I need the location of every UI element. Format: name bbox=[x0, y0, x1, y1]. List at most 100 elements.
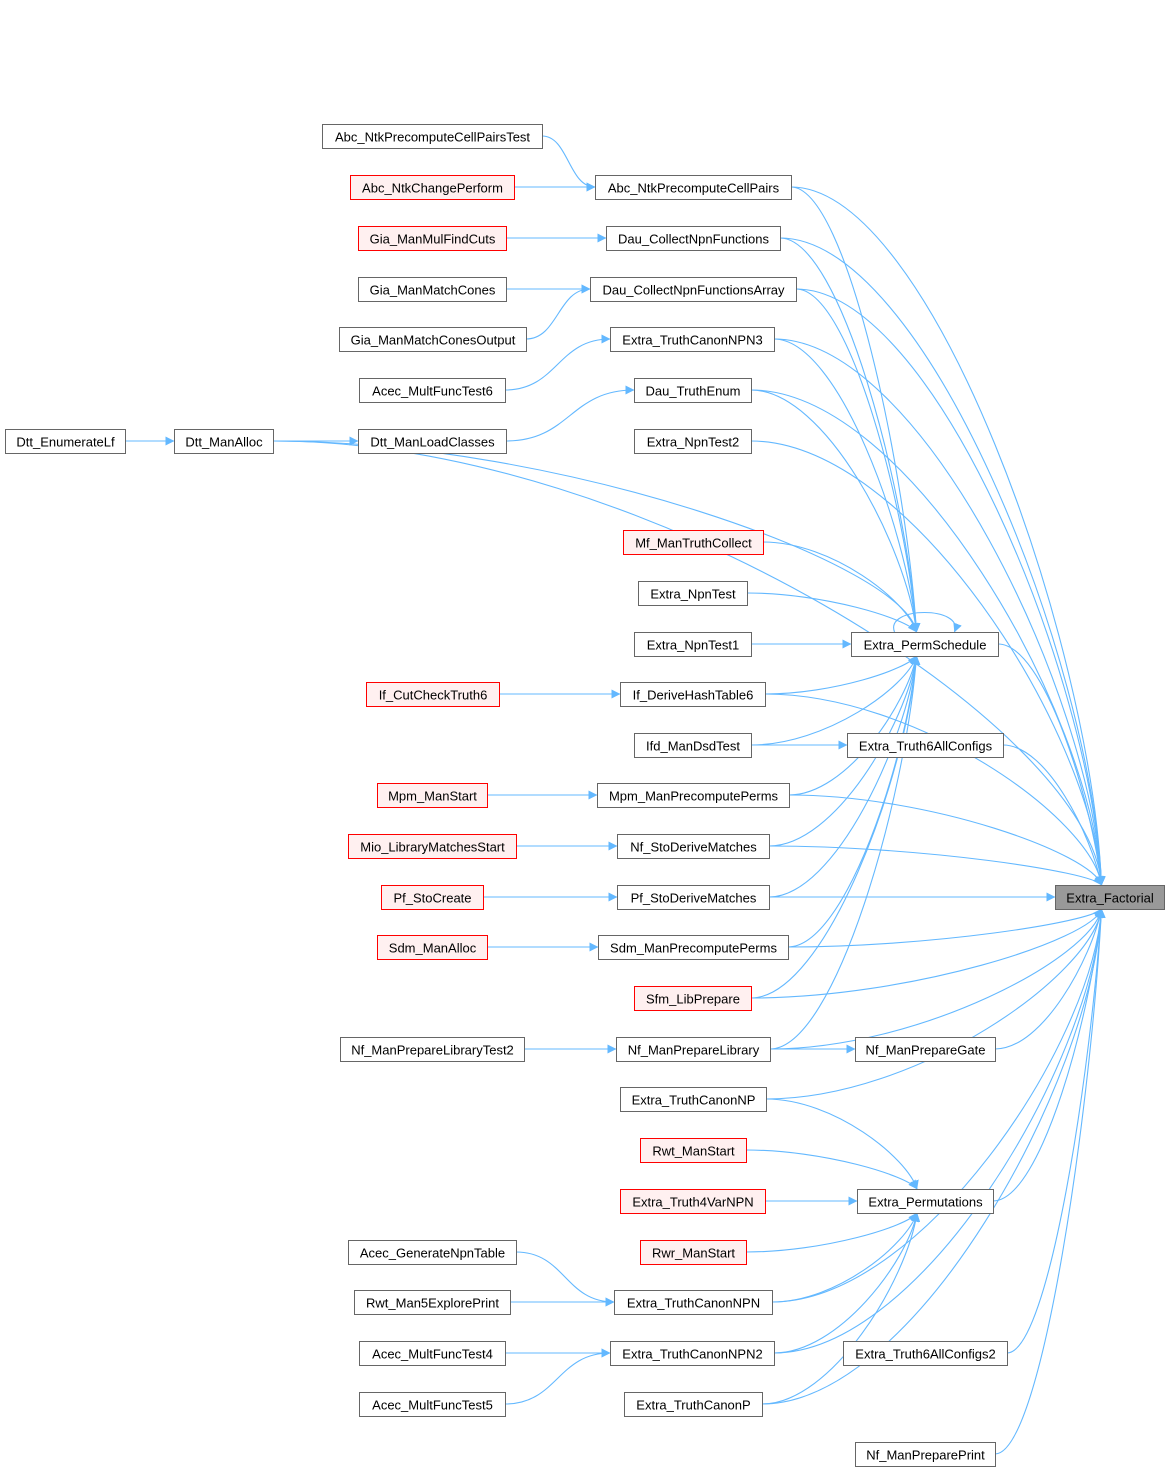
node-box[interactable] bbox=[322, 124, 543, 149]
node-box[interactable] bbox=[640, 1138, 747, 1163]
node-box[interactable] bbox=[640, 1240, 747, 1265]
node-rwr-manstart[interactable]: Rwr_ManStart bbox=[640, 1240, 747, 1265]
node-dau-collectnpnfunctionsarray[interactable]: Dau_CollectNpnFunctionsArray bbox=[590, 277, 797, 302]
node-nf-manpreparelibrarytest2[interactable]: Nf_ManPrepareLibraryTest2 bbox=[340, 1037, 525, 1062]
node-extra-truthcanonp[interactable]: Extra_TruthCanonP bbox=[624, 1392, 763, 1417]
node-abc-ntkchangeperform[interactable]: Abc_NtkChangePerform bbox=[350, 175, 515, 200]
node-box[interactable] bbox=[634, 632, 752, 657]
node-box[interactable] bbox=[857, 1189, 994, 1214]
node-box[interactable] bbox=[620, 1087, 767, 1112]
node-box[interactable] bbox=[377, 935, 488, 960]
node-box[interactable] bbox=[597, 783, 790, 808]
node-box[interactable] bbox=[366, 682, 500, 707]
node-box[interactable] bbox=[348, 834, 517, 859]
node-dtt-manloadclasses[interactable]: Dtt_ManLoadClasses bbox=[358, 429, 507, 454]
node-box[interactable] bbox=[359, 1392, 506, 1417]
node-box[interactable] bbox=[174, 429, 274, 454]
node-box[interactable] bbox=[350, 175, 515, 200]
node-nf-manpreparegate[interactable]: Nf_ManPrepareGate bbox=[855, 1037, 996, 1062]
node-box[interactable] bbox=[614, 1290, 773, 1315]
node-box[interactable] bbox=[851, 632, 999, 657]
node-dau-truthenum[interactable]: Dau_TruthEnum bbox=[634, 378, 752, 403]
node-box[interactable] bbox=[610, 327, 775, 352]
node-box[interactable] bbox=[855, 1442, 996, 1467]
node-box[interactable] bbox=[855, 1037, 996, 1062]
node-extra-truth6allconfigs[interactable]: Extra_Truth6AllConfigs bbox=[847, 733, 1004, 758]
node-acec-multfunctest4[interactable]: Acec_MultFuncTest4 bbox=[359, 1341, 506, 1366]
node-box[interactable] bbox=[620, 1189, 766, 1214]
node-box[interactable] bbox=[340, 1037, 525, 1062]
node-gia-manmatchconesoutput[interactable]: Gia_ManMatchConesOutput bbox=[339, 327, 527, 352]
node-extra-truthcanonnpn2[interactable]: Extra_TruthCanonNPN2 bbox=[610, 1341, 775, 1366]
node-box[interactable] bbox=[339, 327, 527, 352]
node-acec-generatenpntable[interactable]: Acec_GenerateNpnTable bbox=[348, 1240, 517, 1265]
node-box[interactable] bbox=[358, 226, 507, 251]
node-box[interactable] bbox=[616, 1037, 771, 1062]
node-box[interactable] bbox=[358, 277, 507, 302]
node-ifd-mandsdtest[interactable]: Ifd_ManDsdTest bbox=[634, 733, 752, 758]
node-box[interactable] bbox=[595, 175, 792, 200]
node-abc-ntkprecomputecellpairstest[interactable]: Abc_NtkPrecomputeCellPairsTest bbox=[322, 124, 543, 149]
node-box[interactable] bbox=[638, 581, 748, 606]
node-box[interactable] bbox=[359, 378, 506, 403]
node-box[interactable] bbox=[1055, 885, 1165, 910]
node-box[interactable] bbox=[634, 378, 752, 403]
node-dtt-manalloc[interactable]: Dtt_ManAlloc bbox=[174, 429, 274, 454]
node-nf-manprepareprint[interactable]: Nf_ManPreparePrint bbox=[855, 1442, 996, 1467]
node-extra-truth6allconfigs2[interactable]: Extra_Truth6AllConfigs2 bbox=[843, 1341, 1008, 1366]
node-extra-truthcanonnpn[interactable]: Extra_TruthCanonNPN bbox=[614, 1290, 773, 1315]
node-extra-factorial[interactable]: Extra_Factorial bbox=[1055, 885, 1165, 910]
node-if-cutchecktruth6[interactable]: If_CutCheckTruth6 bbox=[366, 682, 500, 707]
node-mio-librarymatchesstart[interactable]: Mio_LibraryMatchesStart bbox=[348, 834, 517, 859]
node-if-derivehashtable6[interactable]: If_DeriveHashTable6 bbox=[620, 682, 766, 707]
node-box[interactable] bbox=[624, 1392, 763, 1417]
node-box[interactable] bbox=[377, 783, 488, 808]
node-box[interactable] bbox=[843, 1341, 1008, 1366]
node-dau-collectnpnfunctions[interactable]: Dau_CollectNpnFunctions bbox=[606, 226, 781, 251]
node-box[interactable] bbox=[5, 429, 126, 454]
node-box[interactable] bbox=[606, 226, 781, 251]
node-sfm-libprepare[interactable]: Sfm_LibPrepare bbox=[634, 986, 752, 1011]
node-box[interactable] bbox=[358, 429, 507, 454]
node-box[interactable] bbox=[381, 885, 484, 910]
node-box[interactable] bbox=[617, 885, 770, 910]
node-nf-manpreparelibrary[interactable]: Nf_ManPrepareLibrary bbox=[616, 1037, 771, 1062]
node-pf-stoderivematches[interactable]: Pf_StoDeriveMatches bbox=[617, 885, 770, 910]
node-mf-mantruthcollect[interactable]: Mf_ManTruthCollect bbox=[623, 530, 764, 555]
node-nf-stoderivematches[interactable]: Nf_StoDeriveMatches bbox=[617, 834, 770, 859]
node-pf-stocreate[interactable]: Pf_StoCreate bbox=[381, 885, 484, 910]
node-box[interactable] bbox=[359, 1341, 506, 1366]
node-box[interactable] bbox=[617, 834, 770, 859]
node-box[interactable] bbox=[610, 1341, 775, 1366]
node-gia-manmatchcones[interactable]: Gia_ManMatchCones bbox=[358, 277, 507, 302]
node-abc-ntkprecomputecellpairs[interactable]: Abc_NtkPrecomputeCellPairs bbox=[595, 175, 792, 200]
node-sdm-manalloc[interactable]: Sdm_ManAlloc bbox=[377, 935, 488, 960]
node-box[interactable] bbox=[623, 530, 764, 555]
node-gia-manmulfindcuts[interactable]: Gia_ManMulFindCuts bbox=[358, 226, 507, 251]
node-acec-multfunctest6[interactable]: Acec_MultFuncTest6 bbox=[359, 378, 506, 403]
node-box[interactable] bbox=[598, 935, 789, 960]
node-box[interactable] bbox=[634, 429, 752, 454]
node-mpm-manprecomputeperms[interactable]: Mpm_ManPrecomputePerms bbox=[597, 783, 790, 808]
node-extra-permschedule[interactable]: Extra_PermSchedule bbox=[851, 632, 999, 657]
node-extra-permutations[interactable]: Extra_Permutations bbox=[857, 1189, 994, 1214]
node-mpm-manstart[interactable]: Mpm_ManStart bbox=[377, 783, 488, 808]
node-rwt-manstart[interactable]: Rwt_ManStart bbox=[640, 1138, 747, 1163]
node-extra-npntest1[interactable]: Extra_NpnTest1 bbox=[634, 632, 752, 657]
node-box[interactable] bbox=[354, 1290, 511, 1315]
node-dtt-enumeratelf[interactable]: Dtt_EnumerateLf bbox=[5, 429, 126, 454]
node-extra-truthcanonnpn3[interactable]: Extra_TruthCanonNPN3 bbox=[610, 327, 775, 352]
node-box[interactable] bbox=[590, 277, 797, 302]
node-extra-npntest2[interactable]: Extra_NpnTest2 bbox=[634, 429, 752, 454]
node-rwt-man5exploreprint[interactable]: Rwt_Man5ExplorePrint bbox=[354, 1290, 511, 1315]
node-box[interactable] bbox=[634, 986, 752, 1011]
node-extra-npntest[interactable]: Extra_NpnTest bbox=[638, 581, 748, 606]
node-box[interactable] bbox=[620, 682, 766, 707]
node-box[interactable] bbox=[847, 733, 1004, 758]
node-box[interactable] bbox=[348, 1240, 517, 1265]
node-extra-truthcanonnp[interactable]: Extra_TruthCanonNP bbox=[620, 1087, 767, 1112]
node-extra-truth4varnpn[interactable]: Extra_Truth4VarNPN bbox=[620, 1189, 766, 1214]
node-acec-multfunctest5[interactable]: Acec_MultFuncTest5 bbox=[359, 1392, 506, 1417]
node-box[interactable] bbox=[634, 733, 752, 758]
node-sdm-manprecomputeperms[interactable]: Sdm_ManPrecomputePerms bbox=[598, 935, 789, 960]
